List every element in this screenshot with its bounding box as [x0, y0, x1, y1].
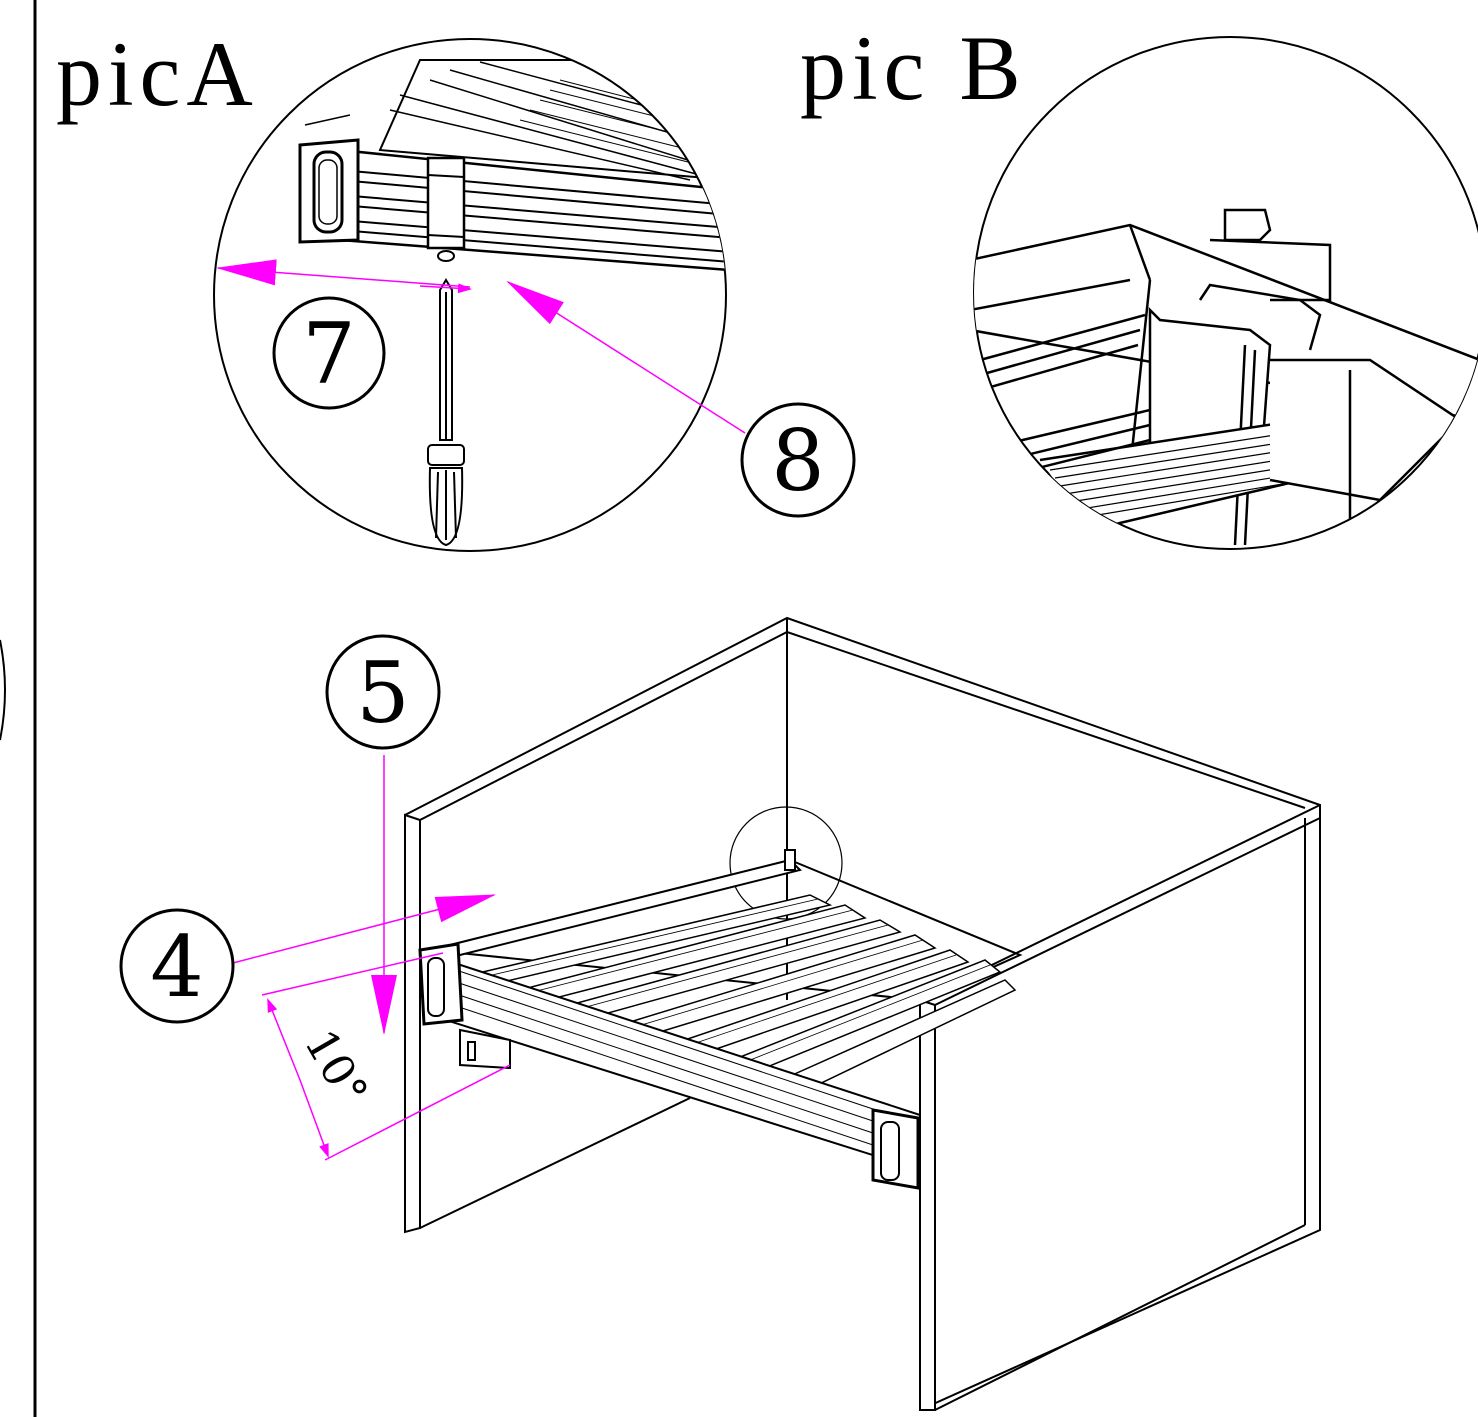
callout-step-8-number: 8 — [771, 412, 824, 510]
pic-a-detail — [213, 38, 746, 552]
callout-step-4: 4 — [119, 908, 235, 1024]
callout-step-7: 7 — [272, 296, 386, 410]
left-edge-arc — [0, 639, 6, 741]
callout-step-8: 8 — [740, 402, 856, 518]
pic-a-title: picA — [56, 23, 259, 125]
callout-step-5-number: 5 — [356, 644, 409, 742]
pic-b-detail — [973, 36, 1478, 550]
pic-b-title: pic B — [800, 17, 1027, 119]
arrow-step-8 — [506, 280, 746, 434]
arrow-step-7 — [216, 259, 471, 288]
callout-step-4-number: 4 — [150, 918, 203, 1016]
pic-b-locator-circle — [729, 806, 843, 920]
arrow-step-4 — [232, 894, 496, 964]
trouser-rack — [418, 849, 1023, 1190]
cabinet — [404, 616, 1321, 1411]
pic-a-circle — [213, 38, 727, 552]
screwdriver-icon — [427, 278, 465, 547]
callout-step-5: 5 — [325, 634, 441, 750]
callout-step-7-number: 7 — [302, 305, 355, 403]
angle-label: 10° — [294, 1021, 377, 1114]
